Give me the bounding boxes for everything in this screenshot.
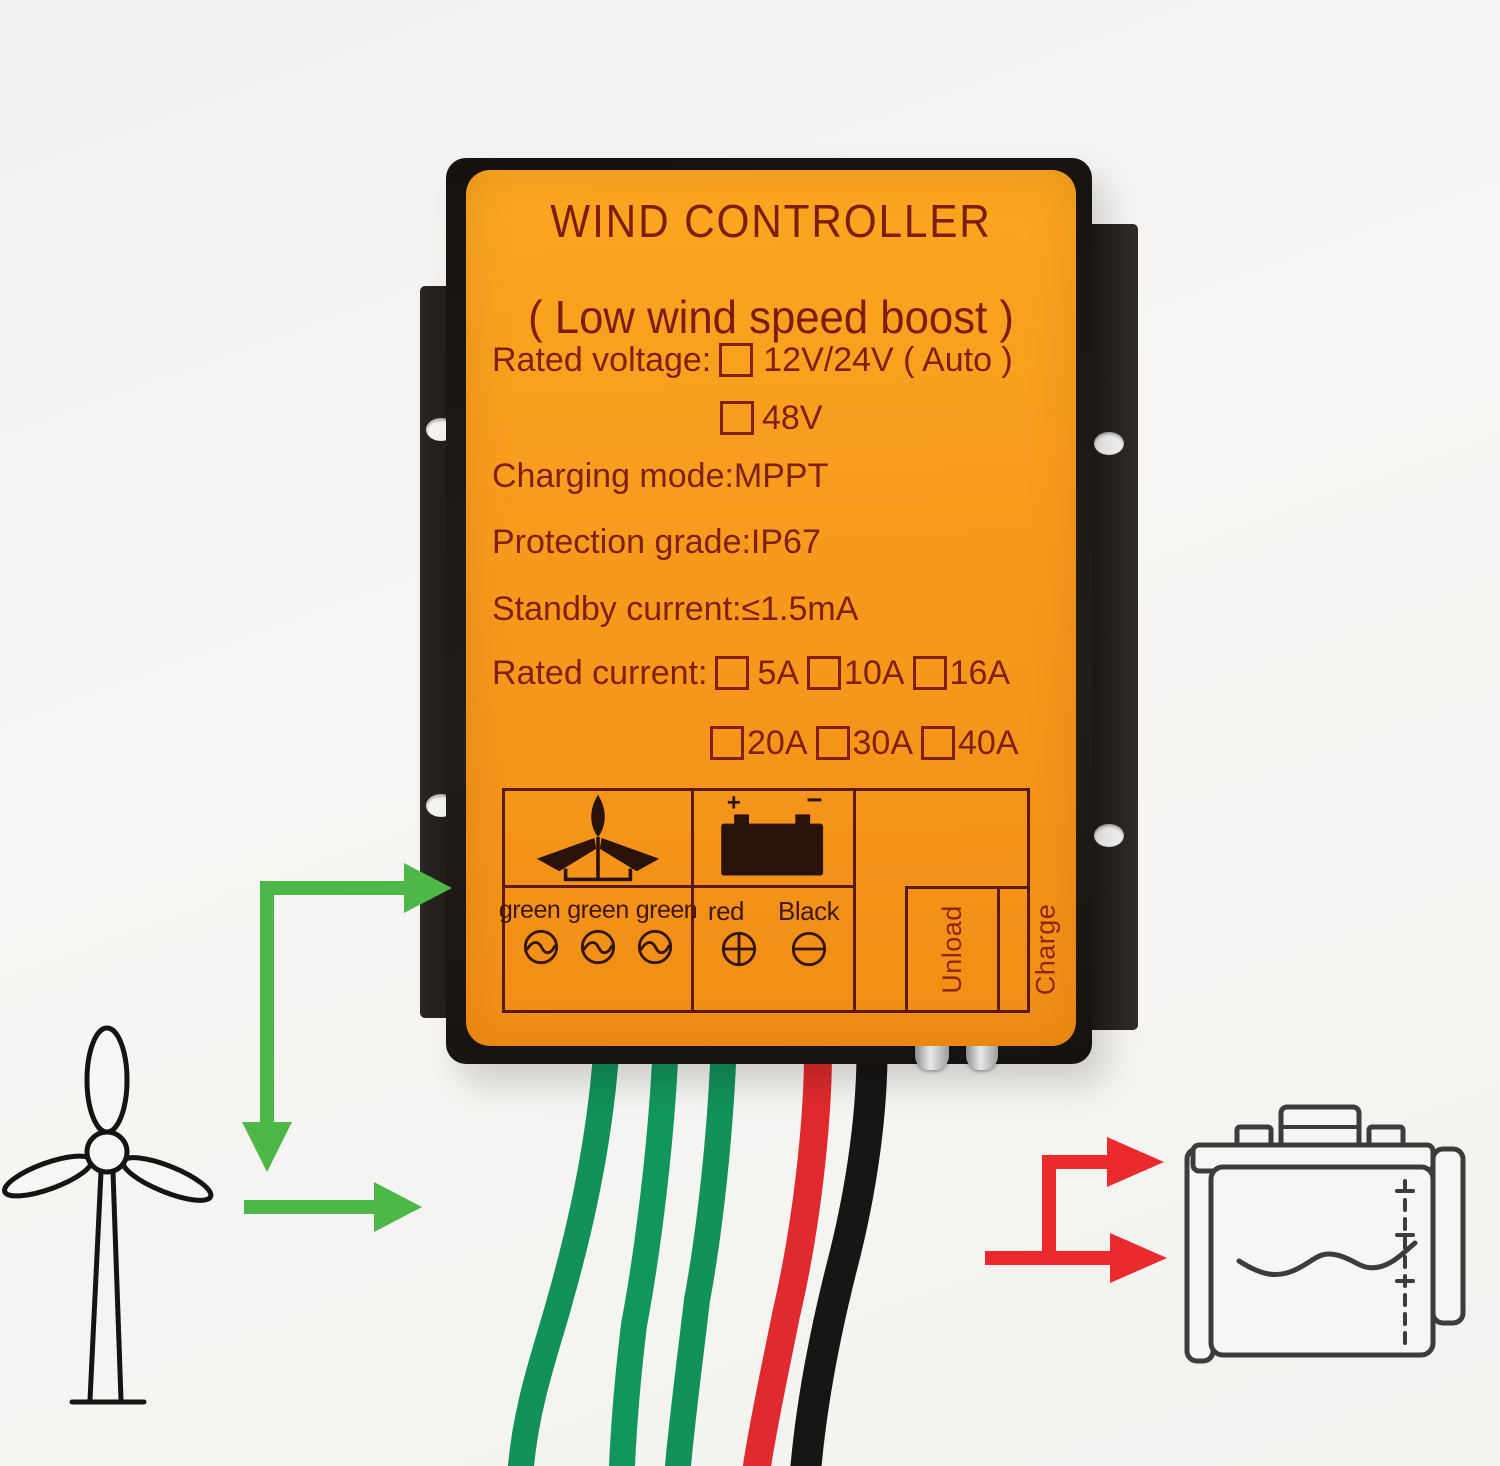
checkbox-10a: [807, 656, 842, 690]
turbine-terminal-cell: green green green: [499, 888, 698, 1010]
screw-terminal-minus-icon: [791, 931, 826, 967]
battery-sketch: [1184, 1104, 1466, 1364]
battery-terminal-screws: [720, 930, 828, 968]
screw-terminal-wave-slot-icon: [580, 929, 616, 965]
unload-label: Unload: [936, 905, 967, 994]
charging-mode-text: Charging mode:MPPT: [492, 456, 829, 495]
spec-rated-current-row1: Rated current: 5A 10A 16A: [466, 651, 1076, 695]
spec-48v: 48V: [466, 396, 1076, 440]
current-option-20a: 20A: [747, 723, 808, 762]
red-wire: [743, 1026, 833, 1466]
battery-terminal-column: + − red Black: [691, 791, 853, 1010]
battery-minus-sign: −: [806, 794, 822, 815]
checkbox-5a: [715, 656, 750, 690]
battery-terminal-cell: red Black: [694, 888, 853, 1010]
terminal-table: green green green + −: [499, 788, 1060, 1013]
checkbox-48v: [720, 401, 754, 435]
mounting-flange-right: [1084, 224, 1138, 1030]
turbine-icon-cell: [505, 791, 691, 888]
turbine-terminal-screws: [522, 928, 674, 966]
wind-turbine-sketch: [2, 1025, 214, 1405]
wire-label-green-2: green: [567, 896, 629, 924]
product-title: WIND CONTROLLER: [550, 195, 992, 247]
black-wire: [790, 1024, 888, 1466]
checkbox-30a: [815, 726, 850, 760]
wind-controller-device: WIND CONTROLLER ( Low wind speed boost )…: [420, 158, 1138, 1072]
wire-label-black: Black: [778, 896, 840, 926]
red-arrow-controller-to-battery: [985, 1137, 1167, 1283]
charge-label: Charge: [1029, 903, 1060, 996]
spec-rated-current-row2: 20A 30A 40A: [466, 721, 1076, 765]
indicator-box: Unload Charge: [905, 886, 1060, 1010]
spec-rated-voltage: Rated voltage: 12V/24V ( Auto ): [466, 338, 1076, 382]
wire-label-green-1: green: [498, 896, 561, 924]
rated-voltage-label: Rated voltage:: [492, 340, 712, 379]
current-option-10a: 10A: [844, 653, 905, 692]
battery-plus-sign: +: [726, 794, 740, 817]
mounting-hole: [1094, 432, 1124, 455]
charge-cell: Charge: [996, 889, 1092, 1010]
protection-grade-text: Protection grade:IP67: [492, 522, 821, 561]
spec-charging-mode: Charging mode:MPPT: [466, 454, 1076, 498]
screw-terminal-wave-slot-icon: [637, 929, 673, 965]
spec-standby-current: Standby current:≤1.5mA: [466, 587, 1076, 631]
spec-protection-grade: Protection grade:IP67: [466, 520, 1076, 564]
green-wire-1: [508, 1027, 620, 1466]
battery-icon: + −: [720, 794, 823, 876]
current-option-5a: 5A: [757, 653, 800, 692]
indicator-column: Unload Charge: [853, 791, 1060, 1010]
wire-label-red: red: [707, 896, 745, 926]
spec-label: WIND CONTROLLER ( Low wind speed boost )…: [466, 170, 1076, 1046]
green-wire-2: [609, 1027, 679, 1466]
green-wire-3: [665, 1027, 737, 1466]
standby-current-text: Standby current:≤1.5mA: [492, 589, 859, 628]
rated-current-label: Rated current:: [492, 653, 708, 692]
current-option-30a: 30A: [852, 723, 914, 762]
product-subtitle: ( Low wind speed boost ): [528, 291, 1014, 343]
screw-terminal-plus-icon: [721, 931, 756, 967]
screw-terminal-wave-slot-icon: [523, 929, 559, 965]
voltage-option-48v: 48V: [762, 398, 823, 437]
checkbox-16a: [912, 656, 947, 690]
turbine-wire-labels: green green green: [498, 896, 698, 925]
battery-icon-cell: + −: [694, 791, 853, 888]
checkbox-20a: [710, 726, 744, 760]
mounting-hole: [1094, 824, 1124, 847]
wind-turbine-icon: [536, 794, 660, 882]
checkbox-40a: [921, 726, 955, 760]
battery-wire-labels: red Black: [707, 896, 840, 927]
voltage-option-12v24v: 12V/24V ( Auto ): [763, 340, 1013, 379]
unload-cell: Unload: [908, 889, 997, 1010]
checkbox-12v-24v: [719, 343, 754, 377]
turbine-terminal-column: green green green: [499, 791, 698, 1010]
current-option-40a: 40A: [958, 723, 1019, 762]
wire-label-green-3: green: [635, 896, 698, 924]
current-option-16a: 16A: [949, 653, 1011, 692]
